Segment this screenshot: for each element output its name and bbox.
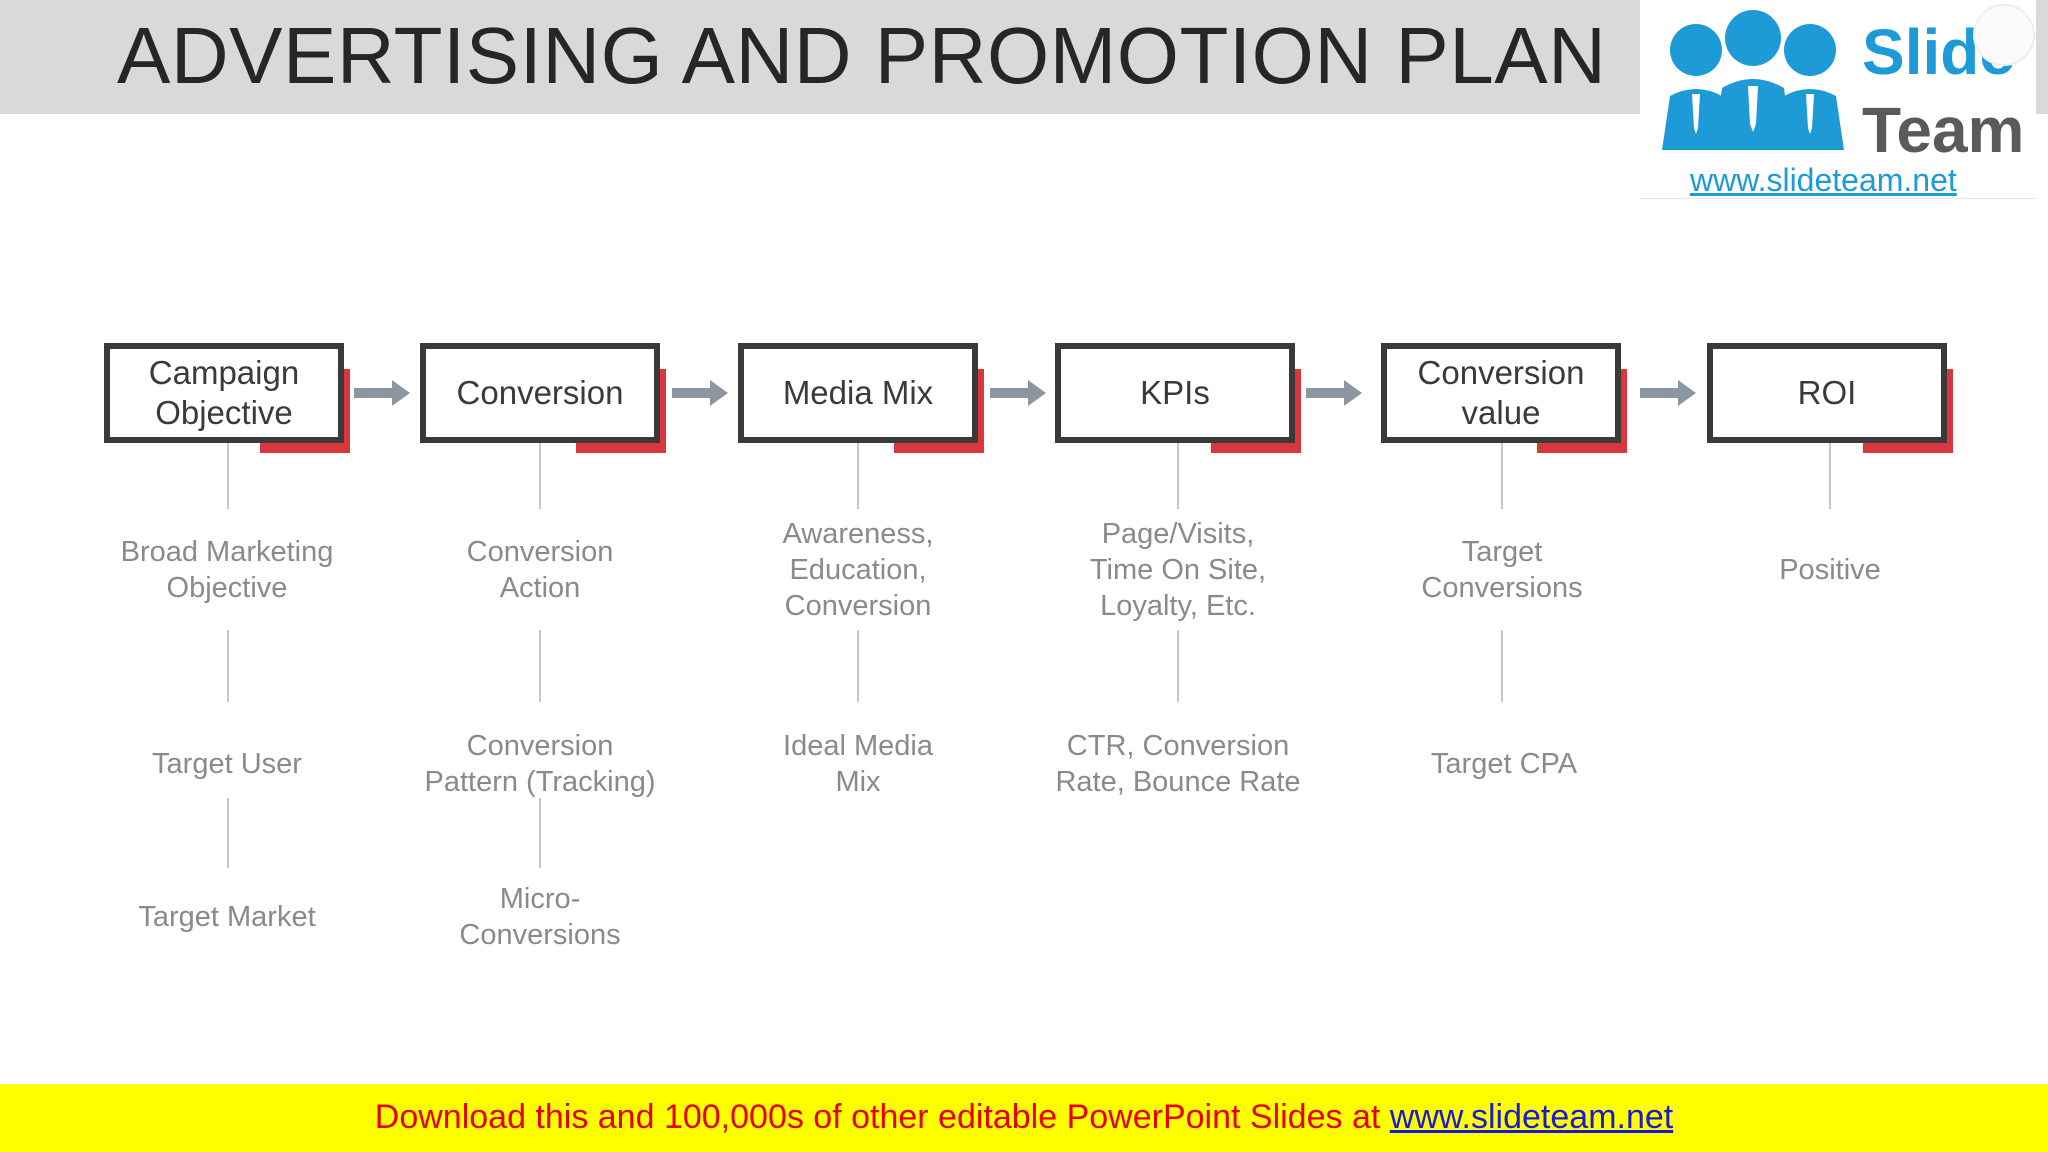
connector-line xyxy=(539,443,541,509)
connector-line xyxy=(227,630,229,702)
accent-bar xyxy=(894,441,984,453)
step-item: CTR, Conversion Rate, Bounce Rate xyxy=(1055,730,1301,798)
logo-word-team: Team xyxy=(1862,94,2025,166)
banner-text: Download this and 100,000s of other edit… xyxy=(0,1098,2048,1137)
connector-line xyxy=(1177,630,1179,702)
step-kpis: KPIs xyxy=(1055,343,1301,453)
people-icon xyxy=(1662,10,1844,150)
accent-bar xyxy=(576,441,666,453)
accent-bar xyxy=(260,441,350,453)
arrow-right-icon xyxy=(1640,380,1696,406)
connector-line xyxy=(857,443,859,509)
download-banner: Download this and 100,000s of other edit… xyxy=(0,1084,2048,1152)
connector-line xyxy=(1829,443,1831,509)
step-media-mix: Media Mix xyxy=(738,343,984,453)
step-conversion-value: Conversion value xyxy=(1381,343,1627,453)
logo-url-link[interactable]: www.slideteam.net xyxy=(1690,162,1957,198)
step-roi: ROI xyxy=(1707,343,1953,453)
step-item: Conversion Action xyxy=(466,536,614,604)
step-label: Conversion xyxy=(456,374,624,411)
step-label: Campaign Objective xyxy=(148,354,300,431)
step-box: Conversion value xyxy=(1381,343,1621,443)
step-item: Target CPA xyxy=(1430,748,1578,780)
step-conversion: Conversion xyxy=(420,343,666,453)
step-item: Conversion Pattern (Tracking) xyxy=(424,730,656,798)
connector-line xyxy=(539,630,541,702)
banner-message: Download this and 100,000s of other edit… xyxy=(374,1098,1381,1136)
step-item: Broad Marketing Objective xyxy=(120,536,334,604)
step-item: Positive xyxy=(1779,554,1881,586)
connector-line xyxy=(1501,443,1503,509)
connector-line xyxy=(227,798,229,868)
connector-line xyxy=(1177,443,1179,509)
step-item: Page/Visits, Time On Site, Loyalty, Etc. xyxy=(1089,518,1267,622)
step-box: KPIs xyxy=(1055,343,1295,443)
step-label: Conversion value xyxy=(1417,354,1585,431)
accent-bar xyxy=(1537,441,1627,453)
slide-title: ADVERTISING AND PROMOTION PLAN xyxy=(117,11,1607,100)
step-box: ROI xyxy=(1707,343,1947,443)
arrow-right-icon xyxy=(354,380,410,406)
step-box: Campaign Objective xyxy=(104,343,344,443)
accent-bar xyxy=(1863,441,1953,453)
step-box: Conversion xyxy=(420,343,660,443)
step-label: KPIs xyxy=(1140,374,1210,411)
step-label: Media Mix xyxy=(782,374,934,411)
step-item: Micro- Conversions xyxy=(459,883,621,951)
banner-link[interactable]: www.slideteam.net xyxy=(1389,1098,1674,1136)
connector-line xyxy=(539,798,541,868)
step-label: ROI xyxy=(1797,374,1857,411)
step-item: Ideal Media Mix xyxy=(783,730,933,798)
step-box: Media Mix xyxy=(738,343,978,443)
step-item: Target Market xyxy=(138,901,316,933)
step-item: Target Conversions xyxy=(1421,536,1583,604)
arrow-right-icon xyxy=(990,380,1046,406)
step-campaign-objective: Campaign Objective xyxy=(104,343,350,453)
step-item: Target User xyxy=(152,748,302,780)
arrow-right-icon xyxy=(672,380,728,406)
arrow-right-icon xyxy=(1306,380,1362,406)
connector-line xyxy=(1501,630,1503,702)
connector-line xyxy=(857,630,859,702)
close-circle-icon[interactable] xyxy=(1973,4,2035,66)
step-item: Awareness, Education, Conversion xyxy=(782,518,934,622)
slideteam-logo[interactable]: Slide Team www.slideteam.net xyxy=(1640,0,2036,199)
accent-bar xyxy=(1211,441,1301,453)
connector-line xyxy=(227,443,229,509)
